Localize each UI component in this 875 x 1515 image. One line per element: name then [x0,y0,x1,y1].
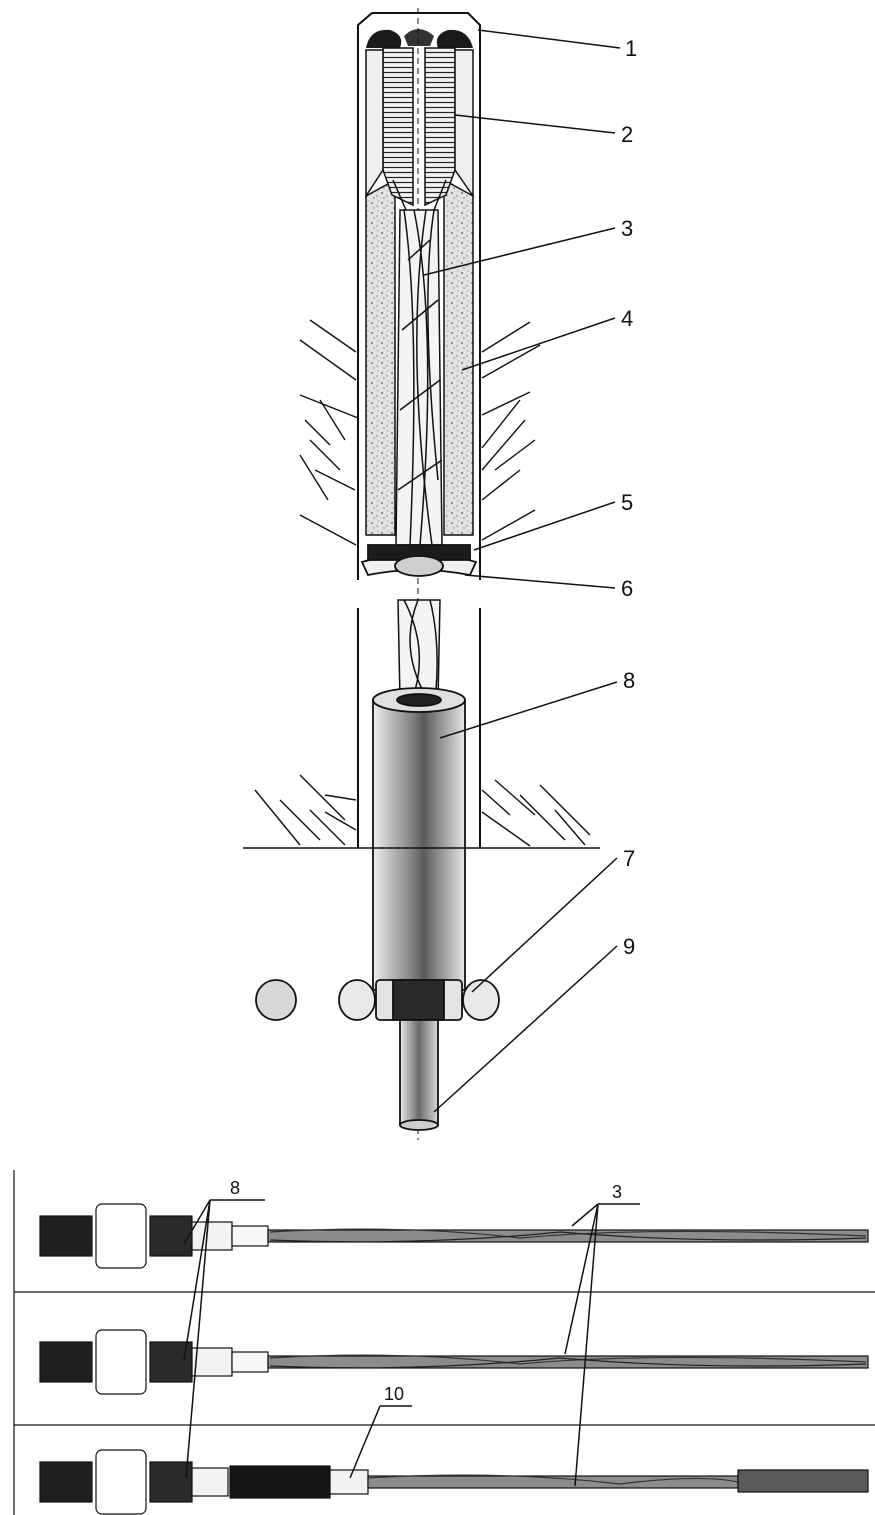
photo-anchor-row-3 [39,1449,869,1515]
strand-tendon [392,179,447,546]
strand-lower [397,599,441,701]
callout-2: 2 [621,122,633,147]
wedge-assembly [365,47,474,207]
photo-callout-8: 8 [230,1178,240,1198]
callout-3: 3 [621,216,633,241]
callout-6: 6 [621,576,633,601]
tendon-sleeve [372,687,466,991]
callout-5: 5 [621,490,633,515]
callout-4: 4 [621,306,633,331]
photo-callout-3: 3 [612,1182,622,1202]
photo-anchor-row-2 [39,1329,869,1395]
photo-callout-10: 10 [384,1384,404,1404]
photo-anchor-row-1 [39,1203,869,1269]
callout-1: 1 [625,36,637,61]
ground-hatch-upper-left [299,319,359,546]
anchor-nut [255,979,500,1021]
threaded-rod [399,1019,439,1131]
leader-lines [423,29,621,1113]
callout-7: 7 [623,846,635,871]
callout-9: 9 [623,934,635,959]
packer-seal [360,544,478,577]
grout-fill [365,178,474,536]
photo-leader-lines [183,1199,640,1487]
callout-8: 8 [623,668,635,693]
ground-hatch-upper-right [481,321,541,541]
ground-hatch-lower [254,774,591,847]
photo-panel [13,1170,875,1515]
